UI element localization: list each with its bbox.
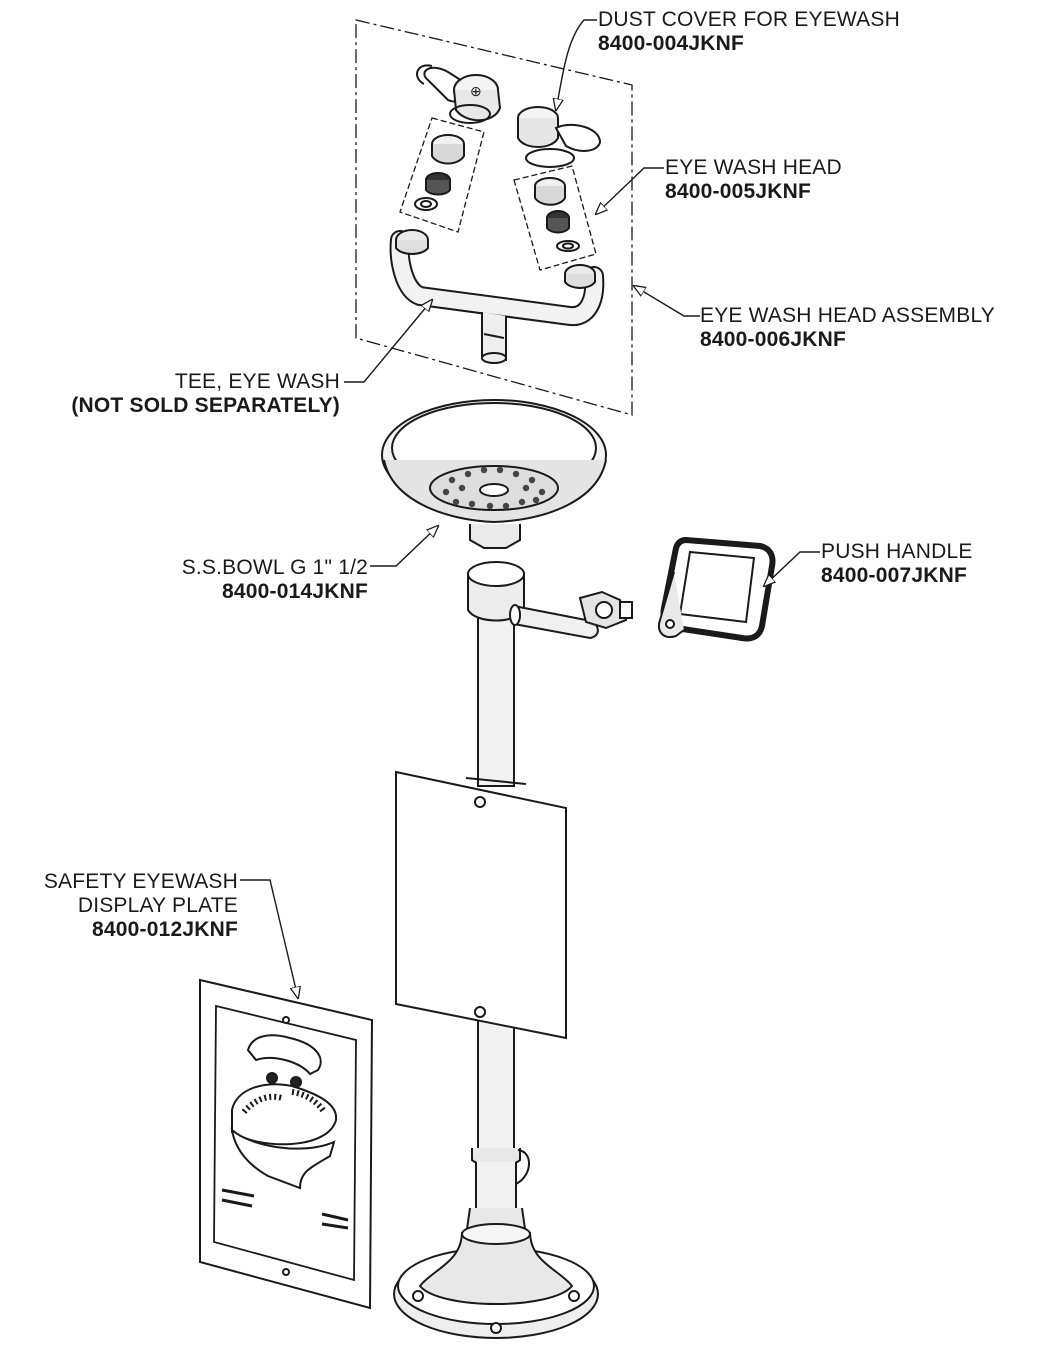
push-handle-part-number: 8400-007JKNF xyxy=(821,564,967,587)
callout-head-assembly: EYE WASH HEAD ASSEMBLY 8400-006JKNF xyxy=(700,304,995,352)
tee-note: (NOT SOLD SEPARATELY) xyxy=(71,394,340,417)
leader-tee xyxy=(344,300,432,383)
display-plate-part-number: 8400-012JKNF xyxy=(92,918,238,941)
bowl-part-number: 8400-014JKNF xyxy=(222,580,368,603)
display-plate-drawing xyxy=(199,978,374,1310)
stainless-bowl xyxy=(381,399,607,549)
leader-dust-cover xyxy=(556,19,597,110)
stand-pipe xyxy=(464,561,530,1237)
leader-display-plate xyxy=(240,879,298,998)
head-assembly-name: EYE WASH HEAD ASSEMBLY xyxy=(700,304,995,327)
eye-wash-head-part-number: 8400-005JKNF xyxy=(665,180,811,203)
head-assembly-part-number: 8400-006JKNF xyxy=(700,328,846,351)
push-handle-name: PUSH HANDLE xyxy=(821,540,973,563)
callout-dust-cover: DUST COVER FOR EYEWASH 8400-004JKNF xyxy=(598,8,900,56)
callout-eye-wash-head: EYE WASH HEAD 8400-005JKNF xyxy=(665,156,842,204)
callout-bowl: S.S.BOWL G 1" 1/2 8400-014JKNF xyxy=(182,556,368,604)
tee-name: TEE, EYE WASH xyxy=(174,370,340,393)
dust-cover-part-number: 8400-004JKNF xyxy=(598,32,744,55)
head-assembly-boundary xyxy=(355,19,633,416)
right-head-parts-box xyxy=(513,165,597,271)
callout-tee: TEE, EYE WASH (NOT SOLD SEPARATELY) xyxy=(71,370,340,418)
bowl-name: S.S.BOWL G 1" 1/2 xyxy=(181,556,368,579)
leader-eye-wash-head xyxy=(596,167,664,214)
callout-display-plate: SAFETY EYEWASH DISPLAY PLATE 8400-012JKN… xyxy=(44,870,238,942)
bowl-holes xyxy=(442,466,546,510)
mounting-panel xyxy=(395,770,567,1040)
left-head-parts xyxy=(414,134,465,211)
svg-text:⊕: ⊕ xyxy=(470,83,482,99)
leader-head-assembly xyxy=(634,286,700,317)
tee-eye-wash xyxy=(389,229,605,364)
stand-base xyxy=(393,1223,599,1339)
display-plate-name-line1: SAFETY EYEWASH xyxy=(43,870,238,893)
leader-push-handle xyxy=(764,551,820,586)
eye-wash-head-name: EYE WASH HEAD xyxy=(665,156,842,179)
right-dust-cover xyxy=(517,106,602,168)
right-head-parts xyxy=(534,177,580,252)
push-handle-drawing xyxy=(658,536,776,642)
dust-cover-name: DUST COVER FOR EYEWASH xyxy=(598,8,900,31)
valve-arm xyxy=(509,590,633,640)
callout-push-handle: PUSH HANDLE 8400-007JKNF xyxy=(821,540,973,588)
display-plate-name-line2: DISPLAY PLATE xyxy=(77,894,238,917)
left-dust-cover: ⊕ xyxy=(416,64,502,124)
leader-bowl xyxy=(370,526,438,567)
left-head-parts-box xyxy=(399,117,485,233)
